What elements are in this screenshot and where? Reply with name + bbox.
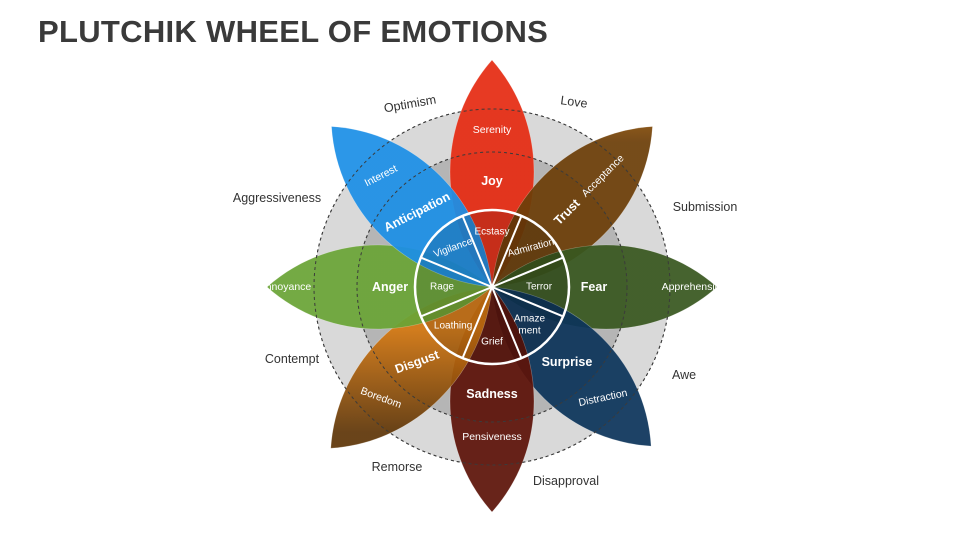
dyad-label-optimism: Optimism	[383, 93, 437, 116]
wheel-overlay	[313, 108, 671, 466]
outer-label-joy: Serenity	[473, 124, 512, 136]
wheel-spoke	[491, 286, 564, 318]
inner-label-sadness: Grief	[481, 337, 503, 348]
middle-label-surprise: Surprise	[542, 355, 593, 369]
outer-label-fear: Apprehension	[662, 281, 727, 293]
outer-ring-border	[313, 108, 671, 466]
middle-label-joy: Joy	[481, 174, 503, 188]
wheel-spoke	[420, 286, 493, 318]
outer-label-sadness: Pensiveness	[462, 431, 522, 443]
petals-group	[266, 59, 718, 513]
wheel-spoke	[461, 286, 493, 359]
wheel-spoke	[491, 215, 523, 288]
dyad-label-remorse: Remorse	[372, 460, 423, 474]
wheel-spoke	[491, 256, 564, 288]
middle-ring-border	[356, 151, 628, 423]
middle-label-fear: Fear	[581, 280, 608, 294]
middle-label-anger: Anger	[372, 280, 408, 294]
wheel-spoke	[491, 286, 523, 359]
inner-label-fear: Terror	[526, 282, 553, 293]
dyad-label-love: Love	[560, 93, 589, 111]
outer-label-anger: Annoyance	[259, 281, 312, 293]
dyad-label-disapproval: Disapproval	[533, 474, 599, 488]
dyad-label-submission: Submission	[673, 200, 738, 214]
petal-anticipation	[331, 126, 493, 288]
dyad-label-awe: Awe	[672, 368, 696, 382]
page-title: PLUTCHIK WHEEL OF EMOTIONS	[38, 14, 549, 49]
wheel-spoke	[461, 215, 493, 288]
inner-label-anger: Rage	[430, 282, 454, 293]
inner-label-disgust: Loathing	[434, 320, 472, 331]
dyad-label-aggressiveness: Aggressiveness	[233, 191, 321, 205]
dyad-label-contempt: Contempt	[265, 352, 320, 366]
middle-label-sadness: Sadness	[466, 387, 517, 401]
wheel-spoke	[420, 256, 493, 288]
inner-label-joy: Ecstasy	[474, 227, 509, 238]
